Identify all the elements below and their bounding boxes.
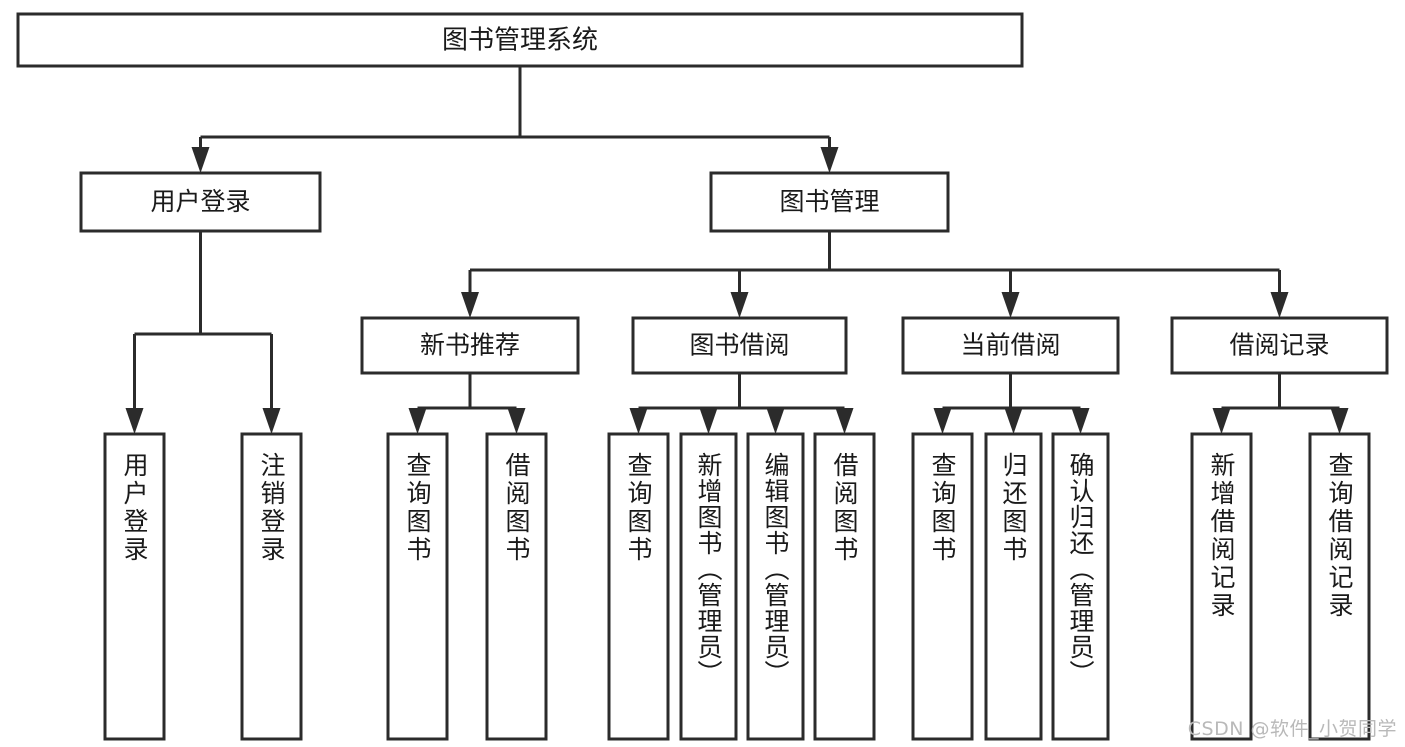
node-leaf-query-book-2-box[interactable] bbox=[607, 432, 670, 741]
arrow-head-icon bbox=[1330, 408, 1349, 434]
node-leaf-borrow-book-1-box[interactable] bbox=[485, 432, 548, 741]
connector-layer bbox=[125, 66, 1349, 434]
node-book-borrow-box[interactable] bbox=[631, 316, 848, 375]
arrow-head-icon bbox=[933, 408, 952, 434]
node-user-login-label: 用户登录 bbox=[150, 187, 250, 216]
node-leaf-borrow-book-2-box[interactable] bbox=[813, 432, 876, 741]
node-new-book-recommend-box[interactable] bbox=[360, 316, 580, 375]
node-leaf-edit-book-box[interactable] bbox=[746, 432, 805, 741]
node-borrow-record-label: 借阅记录 bbox=[1229, 331, 1329, 360]
node-leaf-user-login-box[interactable] bbox=[103, 432, 166, 741]
node-leaf-return-book-box[interactable] bbox=[984, 432, 1043, 741]
node-leaf-logout-login-box[interactable] bbox=[240, 432, 303, 741]
node-current-borrow-box[interactable] bbox=[901, 316, 1120, 375]
arrow-head-icon bbox=[820, 147, 839, 173]
arrow-head-icon bbox=[461, 292, 479, 318]
arrow-head-icon bbox=[1212, 408, 1231, 434]
arrow-head-icon bbox=[766, 408, 785, 434]
watermark-credit: CSDN @软件_小贺同学 bbox=[1187, 718, 1397, 740]
arrow-head-icon bbox=[699, 408, 718, 434]
node-leaf-add-record-box[interactable] bbox=[1190, 432, 1253, 741]
arrow-head-icon bbox=[1001, 292, 1020, 318]
node-book-borrow-label: 图书借阅 bbox=[689, 331, 789, 360]
node-leaf-confirm-return-box[interactable] bbox=[1051, 432, 1110, 741]
arrow-head-icon bbox=[408, 408, 427, 434]
node-leaf-add-book-box[interactable] bbox=[679, 432, 738, 741]
node-book-manage-box[interactable] bbox=[709, 171, 950, 233]
arrow-head-icon bbox=[629, 408, 648, 434]
box-layer bbox=[16, 12, 1389, 741]
node-book-manage-label: 图书管理 bbox=[779, 187, 879, 216]
arrow-head-icon bbox=[125, 408, 144, 434]
root-node-box[interactable] bbox=[16, 12, 1024, 68]
arrow-head-icon bbox=[1270, 292, 1289, 318]
node-current-borrow-label: 当前借阅 bbox=[960, 331, 1060, 360]
arrow-head-icon bbox=[835, 408, 854, 434]
arrow-head-icon bbox=[191, 147, 210, 173]
arrow-head-icon bbox=[507, 408, 526, 434]
node-leaf-query-record-box[interactable] bbox=[1308, 432, 1371, 741]
node-new-book-recommend-label: 新书推荐 bbox=[420, 331, 520, 360]
root-node-label: 图书管理系统 bbox=[442, 26, 598, 56]
node-user-login-box[interactable] bbox=[79, 171, 322, 233]
arrow-head-icon bbox=[262, 408, 281, 434]
arrow-head-icon bbox=[1004, 408, 1023, 434]
node-leaf-query-book-1-box[interactable] bbox=[386, 432, 449, 741]
node-leaf-query-book-3-box[interactable] bbox=[911, 432, 974, 741]
arrow-head-icon bbox=[1071, 408, 1090, 434]
node-borrow-record-box[interactable] bbox=[1170, 316, 1389, 375]
arrow-head-icon bbox=[730, 292, 749, 318]
